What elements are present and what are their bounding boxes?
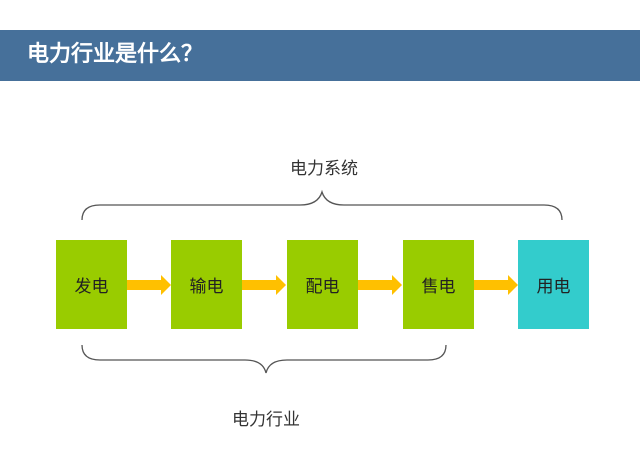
step-box: 输电: [171, 240, 242, 329]
arrow-right-icon: [242, 275, 286, 295]
arrow-right-icon: [358, 275, 402, 295]
step-label: 配电: [305, 277, 340, 297]
top-brace: [81, 189, 563, 221]
step-label: 用电: [536, 277, 571, 297]
bottom-brace: [81, 344, 447, 374]
step-label: 输电: [189, 277, 224, 297]
header-bar: 电力行业是什么？: [0, 30, 640, 81]
step-label: 发电: [74, 277, 109, 297]
step-box: 配电: [287, 240, 358, 329]
step-label: 售电: [421, 277, 456, 297]
step-box: 售电: [403, 240, 474, 329]
arrow-right-icon: [474, 275, 518, 295]
step-box: 用电: [518, 240, 589, 329]
page-title: 电力行业是什么？: [27, 42, 204, 67]
arrow-right-icon: [127, 275, 171, 295]
step-box: 发电: [56, 240, 127, 329]
power-system-label: 电力系统: [290, 159, 358, 179]
power-industry-label: 电力行业: [232, 410, 300, 430]
